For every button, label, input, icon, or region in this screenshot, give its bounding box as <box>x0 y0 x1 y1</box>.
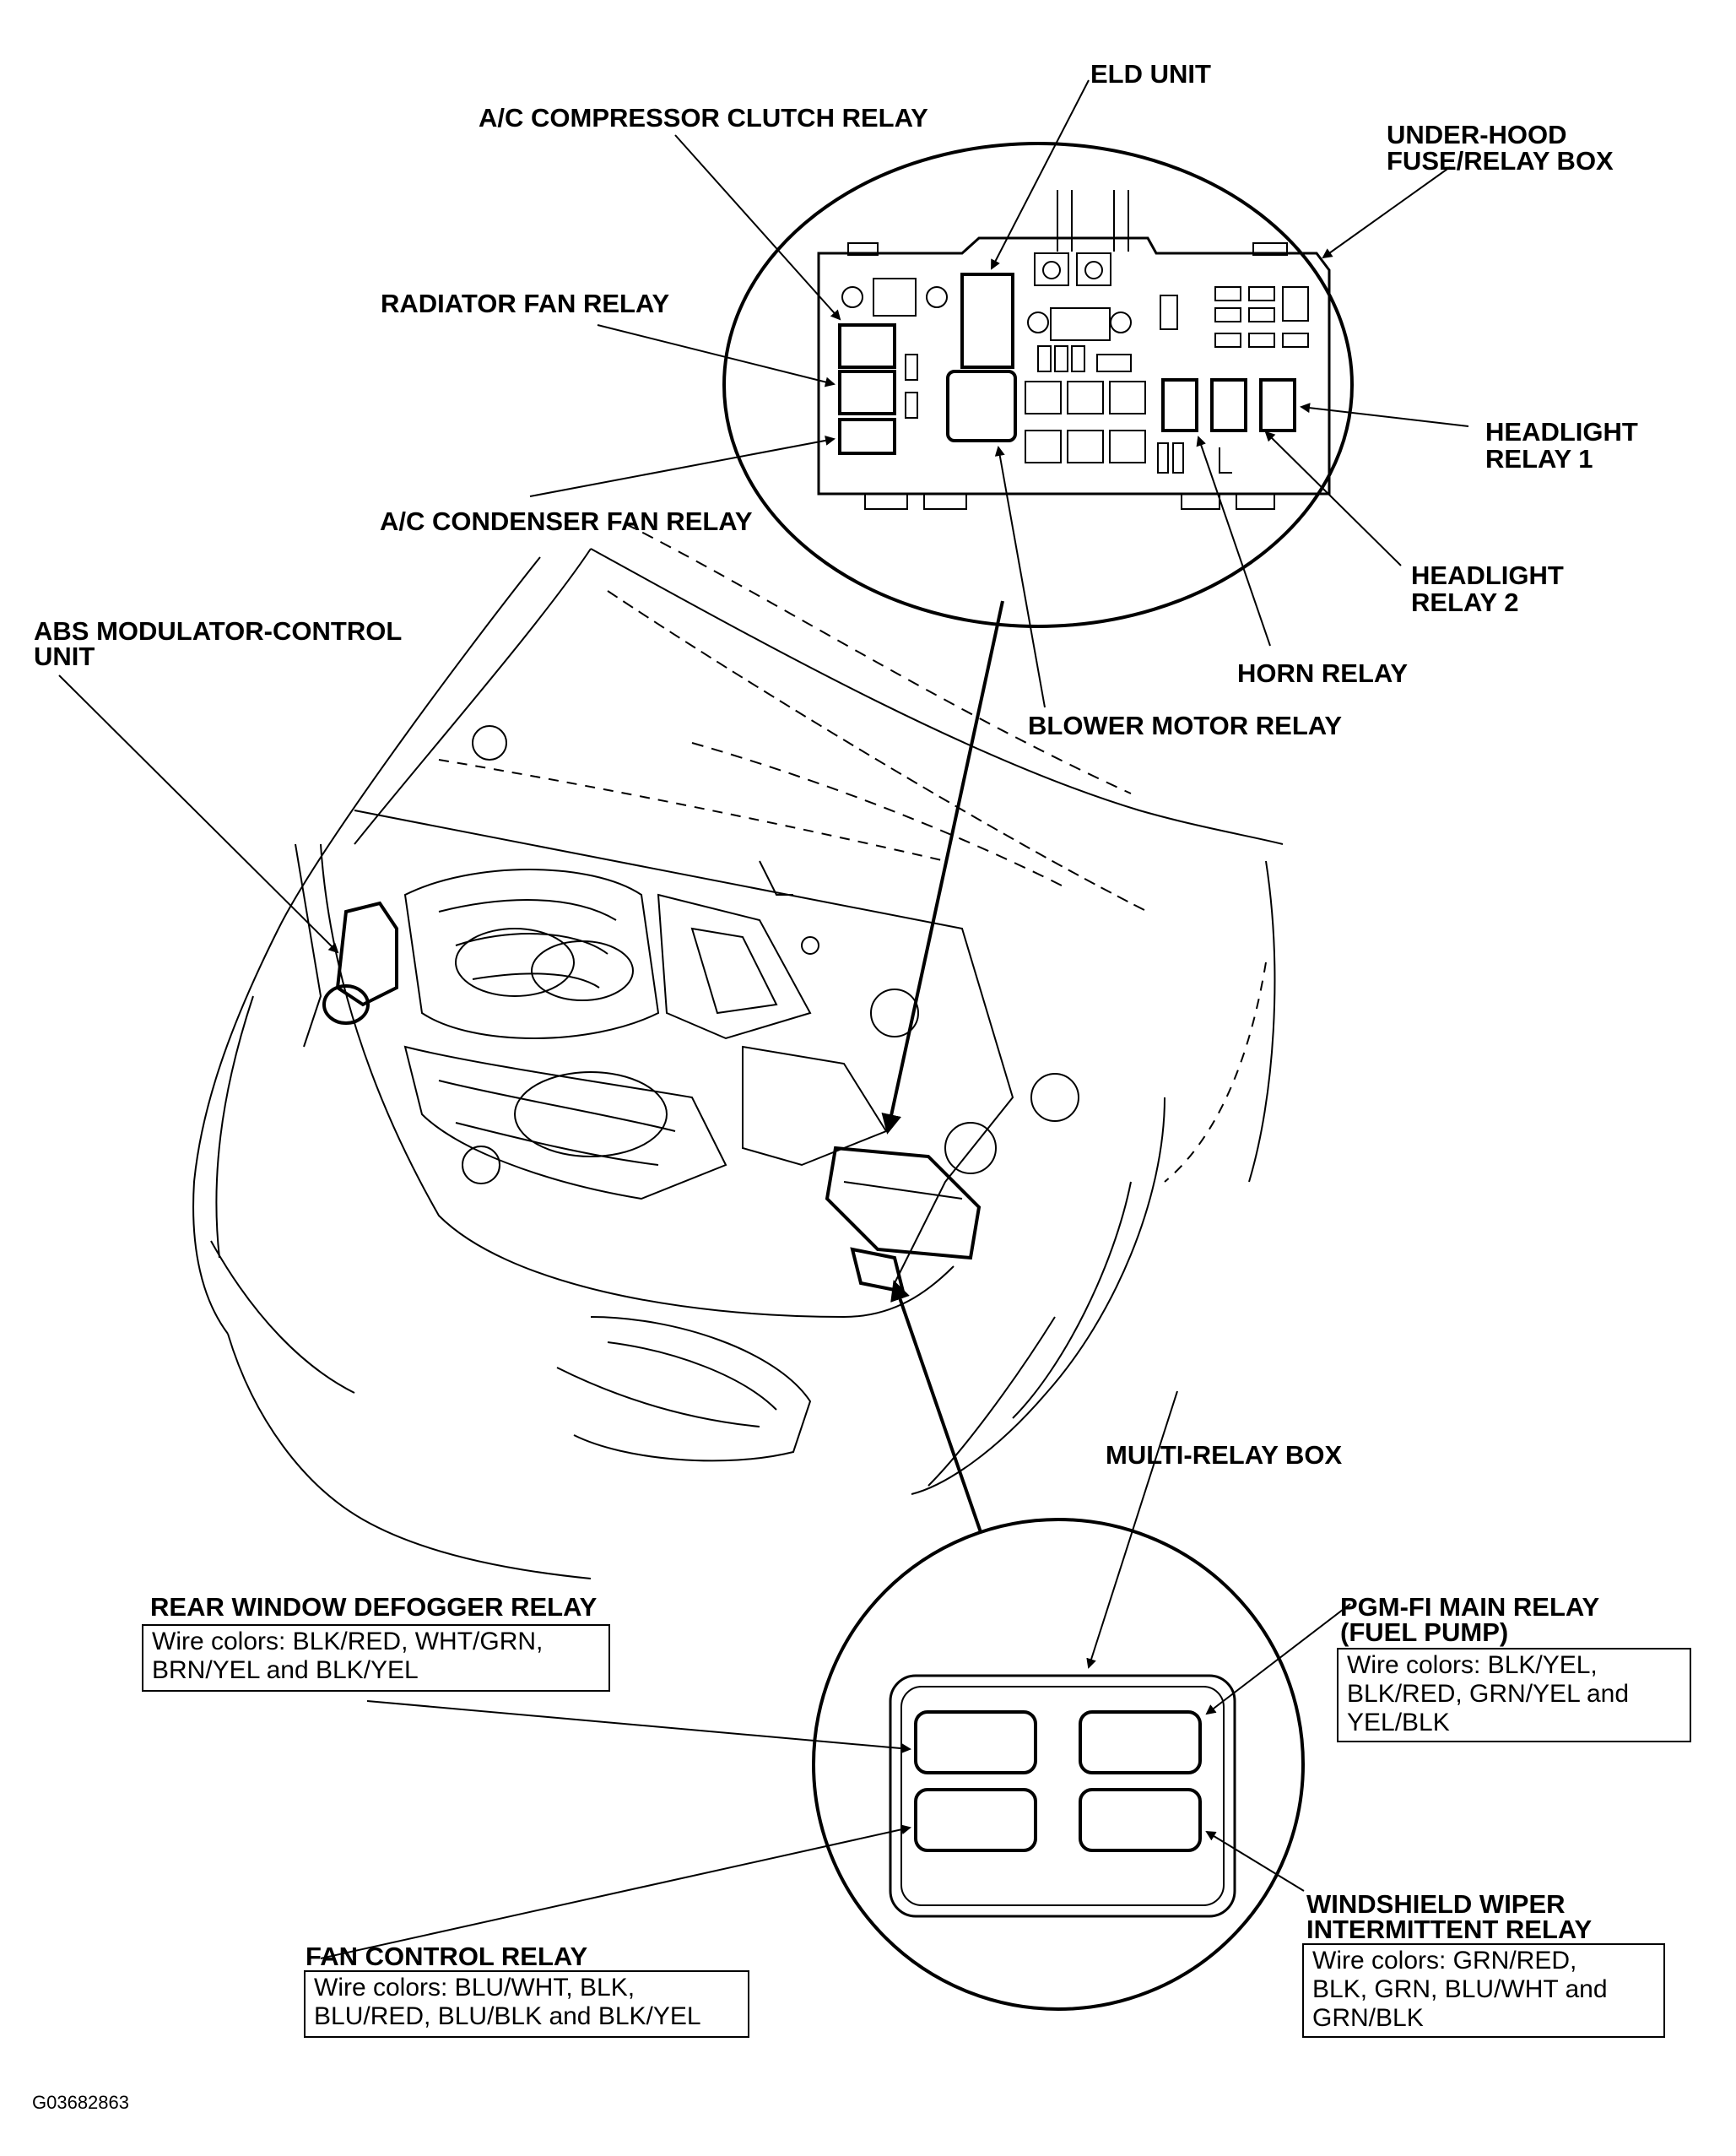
label-eld-unit: ELD UNIT <box>1090 59 1211 89</box>
label-pgm-fi-line1: PGM-FI MAIN RELAY <box>1340 1592 1600 1622</box>
label-headlight-relay-1-line1: HEADLIGHT <box>1485 417 1638 447</box>
multi-relay-box <box>889 1674 1236 1918</box>
label-wiper-relay-line1: WINDSHIELD WIPER <box>1306 1889 1566 1919</box>
figure-id: G03682863 <box>32 2092 129 2113</box>
label-headlight-relay-2-line2: RELAY 2 <box>1411 588 1519 617</box>
label-fan-control-relay: FAN CONTROL RELAY <box>306 1942 588 1971</box>
label-under-hood-box-line2: FUSE/RELAY BOX <box>1387 146 1614 176</box>
label-blower-motor-relay: BLOWER MOTOR RELAY <box>1028 711 1343 740</box>
note-pgm-fi-line1: Wire colors: BLK/YEL, <box>1347 1651 1598 1679</box>
note-pgm-fi-line2: BLK/RED, GRN/YEL and <box>1347 1680 1630 1708</box>
label-abs-unit-line2: UNIT <box>34 642 95 671</box>
label-pgm-fi-line2: (FUEL PUMP) <box>1340 1617 1509 1647</box>
note-rear-defogger-line1: Wire colors: BLK/RED, WHT/GRN, <box>152 1628 544 1655</box>
note-wiper: Wire colors: GRN/RED, BLK, GRN, BLU/WHT … <box>1302 1943 1665 2038</box>
note-fan-control-line2: BLU/RED, BLU/BLK and BLK/YEL <box>314 2002 701 2030</box>
label-ac-condenser-fan-relay: A/C CONDENSER FAN RELAY <box>380 506 753 536</box>
label-headlight-relay-1-line2: RELAY 1 <box>1485 444 1593 474</box>
label-headlight-relay-2-line1: HEADLIGHT <box>1411 561 1564 590</box>
note-fan-control: Wire colors: BLU/WHT, BLK, BLU/RED, BLU/… <box>304 1970 749 2038</box>
note-wiper-line1: Wire colors: GRN/RED, <box>1312 1947 1577 1975</box>
vehicle-front-drawing <box>192 523 1284 1579</box>
label-rear-defogger-relay: REAR WINDOW DEFOGGER RELAY <box>150 1592 598 1622</box>
label-wiper-relay-line2: INTERMITTENT RELAY <box>1306 1915 1593 1944</box>
note-pgm-fi-line3: YEL/BLK <box>1347 1709 1450 1736</box>
label-abs-unit-line1: ABS MODULATOR-CONTROL <box>34 616 403 646</box>
note-wiper-line3: GRN/BLK <box>1312 2004 1424 2032</box>
under-hood-zoom-ellipse <box>722 142 1354 628</box>
label-radiator-fan-relay: RADIATOR FAN RELAY <box>381 289 670 318</box>
label-ac-compressor-clutch-relay: A/C COMPRESSOR CLUTCH RELAY <box>479 103 928 133</box>
note-pgm-fi: Wire colors: BLK/YEL, BLK/RED, GRN/YEL a… <box>1337 1648 1691 1742</box>
multi-relay-zoom-circle <box>812 1518 1305 2011</box>
note-rear-defogger-line2: BRN/YEL and BLK/YEL <box>152 1656 419 1684</box>
note-fan-control-line1: Wire colors: BLU/WHT, BLK, <box>314 1974 635 2002</box>
under-hood-fuse-box <box>817 190 1331 510</box>
note-rear-defogger: Wire colors: BLK/RED, WHT/GRN, BRN/YEL a… <box>142 1624 610 1692</box>
label-multi-relay-box: MULTI-RELAY BOX <box>1106 1440 1343 1470</box>
label-under-hood-box-line1: UNDER-HOOD <box>1387 120 1567 149</box>
label-horn-relay: HORN RELAY <box>1237 658 1409 688</box>
note-wiper-line2: BLK, GRN, BLU/WHT and <box>1312 1975 1608 2003</box>
